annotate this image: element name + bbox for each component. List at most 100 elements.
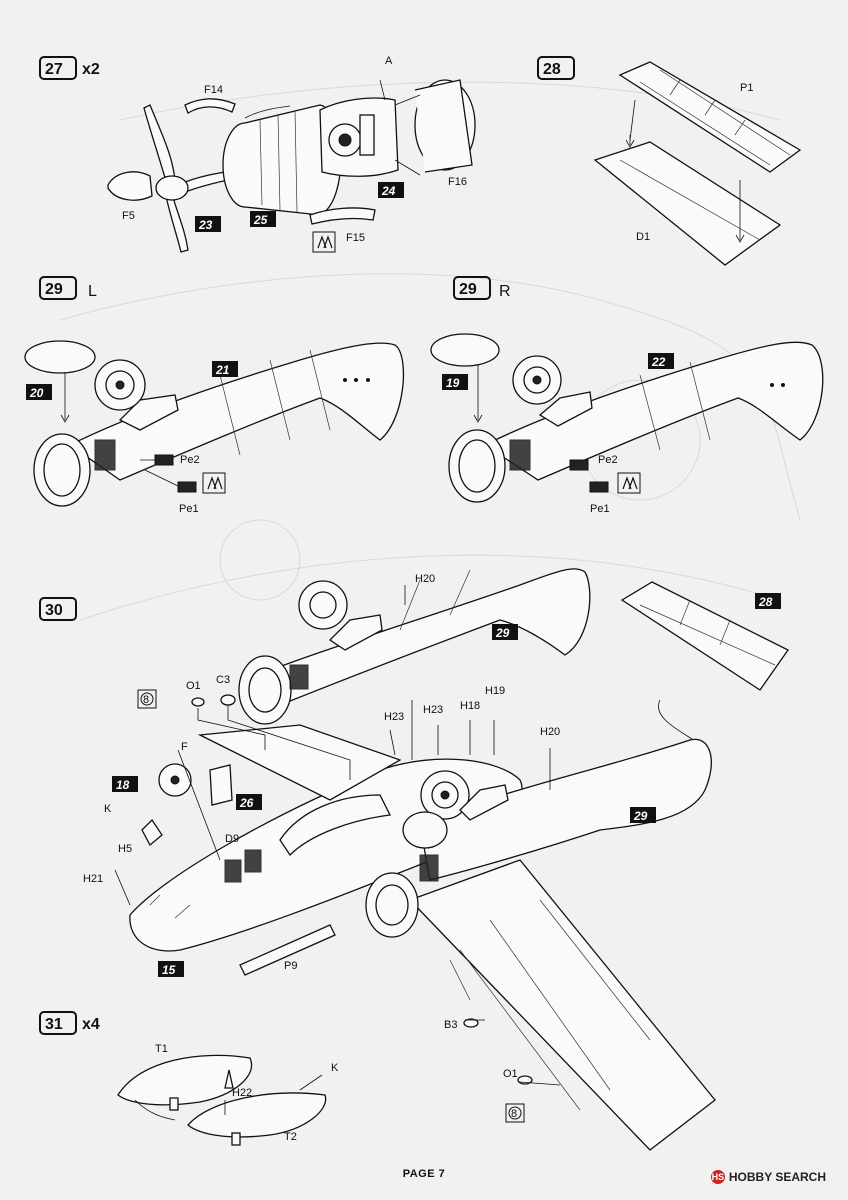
step-28-badge: 28 <box>537 56 575 80</box>
page-label: PAGE <box>402 1168 436 1180</box>
part-label-H19: H19 <box>485 685 505 697</box>
part-label-H21: H21 <box>83 873 103 885</box>
step-29R-suffix: R <box>499 283 511 300</box>
subassembly-tag-29-upper: 29 <box>492 624 518 640</box>
weight-badge: 8 <box>137 689 157 709</box>
part-label-D1: D1 <box>636 231 650 243</box>
engine-cowling-drawing <box>184 79 476 225</box>
page-number: 7 <box>438 1168 446 1180</box>
subassembly-tag-24: 24 <box>378 182 404 198</box>
part-label-H22: H22 <box>232 1087 252 1099</box>
step-31-number: 31 <box>45 1016 63 1033</box>
wheel-doors-drawing <box>117 1054 327 1146</box>
part-label-H23-a: H23 <box>384 711 404 723</box>
upper-nacelle-drawing <box>238 568 591 725</box>
subassembly-tag-15: 15 <box>158 961 184 977</box>
step-29L-number: 29 <box>45 281 63 298</box>
hobbysearch-logo-icon: HS <box>710 1170 725 1184</box>
part-label-O1-lower: O1 <box>503 1068 518 1080</box>
part-label-K-31: K <box>331 1062 339 1074</box>
part-label-F: F <box>181 741 188 753</box>
subassembly-tag-18: 18 <box>112 776 138 792</box>
subassembly-tag-28: 28 <box>755 593 781 609</box>
subassembly-tag-26: 26 <box>236 794 262 810</box>
step-28-number: 28 <box>543 61 561 78</box>
part-label-F14: F14 <box>204 84 223 96</box>
svg-text:26: 26 <box>239 796 254 810</box>
flap-drawing <box>593 61 802 266</box>
nacelle-right-drawing <box>430 333 824 503</box>
subassembly-tag-20: 20 <box>26 384 52 400</box>
page-footer: PAGE 7 <box>0 1168 848 1180</box>
aa-marker-icon <box>202 472 226 494</box>
aa-marker-icon <box>312 231 336 253</box>
step-29R-number: 29 <box>459 281 477 298</box>
part-label-Pe1-left: Pe1 <box>179 503 199 515</box>
subassembly-tag-23: 23 <box>195 216 221 232</box>
aa-marker-icon <box>617 472 641 494</box>
svg-text:29: 29 <box>495 626 510 640</box>
subassembly-tag-21: 21 <box>212 361 238 377</box>
step-28: 28 P1 D1 <box>537 56 802 266</box>
propeller-drawing <box>107 104 251 253</box>
svg-text:8: 8 <box>511 1108 517 1120</box>
step-31-suffix: x4 <box>82 1016 100 1033</box>
subassembly-tag-22: 22 <box>648 353 674 369</box>
step-31: 31 x4 T1 H22 K T2 <box>39 1011 339 1146</box>
step-31-badge: 31 x4 <box>39 1011 100 1035</box>
svg-text:29: 29 <box>633 809 648 823</box>
step-30-badge: 30 <box>39 597 77 621</box>
part-label-H20-upper: H20 <box>415 573 435 585</box>
subassembly-tag-29-lower: 29 <box>630 807 656 823</box>
part-label-F15: F15 <box>346 232 365 244</box>
part-label-T1: T1 <box>155 1043 168 1055</box>
svg-text:8: 8 <box>143 694 149 706</box>
part-label-Pe1-right: Pe1 <box>590 503 610 515</box>
step-27-number: 27 <box>45 61 63 78</box>
svg-text:15: 15 <box>162 963 176 977</box>
watermark: HS HOBBY SEARCH <box>710 1170 826 1184</box>
part-label-H18: H18 <box>460 700 480 712</box>
step-30-number: 30 <box>45 602 63 619</box>
step-29R-badge: 29 R <box>453 276 511 300</box>
step-27-badge: 27 x2 <box>39 56 100 80</box>
svg-text:20: 20 <box>29 386 44 400</box>
part-label-D9: D9 <box>225 833 239 845</box>
step-30: 30 H20 29 28 <box>39 568 789 1151</box>
part-label-T2: T2 <box>284 1131 297 1143</box>
part-label-Pe2-left: Pe2 <box>180 454 200 466</box>
svg-text:21: 21 <box>215 363 230 377</box>
svg-text:23: 23 <box>198 218 213 232</box>
step-27: 27 x2 <box>39 55 476 253</box>
part-label-O1: O1 <box>186 680 201 692</box>
part-label-H20-lower: H20 <box>540 726 560 738</box>
svg-text:24: 24 <box>381 184 396 198</box>
svg-text:25: 25 <box>253 213 268 227</box>
svg-text:28: 28 <box>758 595 773 609</box>
step-27-suffix: x2 <box>82 61 100 78</box>
step-29-right: 29 R 19 22 Pe2 Pe1 <box>430 276 824 515</box>
part-label-H23-b: H23 <box>423 704 443 716</box>
watermark-brand: HOBBY SEARCH <box>728 1170 826 1184</box>
part-label-H5: H5 <box>118 843 132 855</box>
svg-text:18: 18 <box>116 778 130 792</box>
part-label-F16: F16 <box>448 176 467 188</box>
nacelle-left-drawing <box>24 340 405 507</box>
svg-text:22: 22 <box>651 355 666 369</box>
step-29-left: 29 L 20 21 Pe2 Pe1 <box>24 276 405 515</box>
subassembly-tag-19: 19 <box>442 374 468 390</box>
part-label-K: K <box>104 803 112 815</box>
part-label-Pe2-right: Pe2 <box>598 454 618 466</box>
part-label-C3: C3 <box>216 674 230 686</box>
weight-badge-b: 8 <box>505 1103 525 1123</box>
subassembly-tag-25: 25 <box>250 211 276 227</box>
part-label-B3: B3 <box>444 1019 457 1031</box>
part-label-P9: P9 <box>284 960 297 972</box>
part-label-F5: F5 <box>122 210 135 222</box>
svg-text:19: 19 <box>446 376 460 390</box>
step-29L-badge: 29 L <box>39 276 97 300</box>
part-label-A: A <box>385 55 393 67</box>
step-29L-suffix: L <box>88 283 97 300</box>
